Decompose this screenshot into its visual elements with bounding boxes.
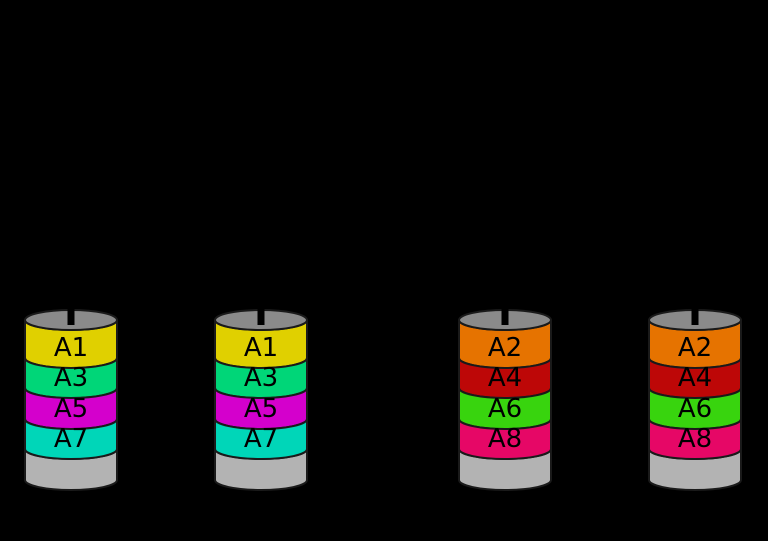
disk-block-band [458, 418, 552, 460]
disk-block-label: A4 [488, 363, 522, 393]
disk-block-label: A7 [244, 424, 278, 454]
disk-block-label: A5 [244, 394, 278, 424]
disk-block-label: A4 [678, 363, 712, 393]
disk-block-band [648, 418, 742, 460]
disk-block-label: A2 [488, 333, 522, 363]
disk-block-label: A8 [678, 424, 712, 454]
disk-block-label: A6 [488, 394, 522, 424]
disk-block-label: A3 [244, 363, 278, 393]
disk-block-label: A7 [54, 424, 88, 454]
disk-block-band [24, 418, 118, 460]
disk-block-band [214, 418, 308, 460]
disk-spindle-notch-icon [257, 302, 265, 325]
disk-block-label: A6 [678, 394, 712, 424]
disk-block-label: A1 [244, 333, 278, 363]
disk-block-label: A2 [678, 333, 712, 363]
disk-block-label: A1 [54, 333, 88, 363]
disk-block-label: A3 [54, 363, 88, 393]
disk-block-label: A5 [54, 394, 88, 424]
disk-spindle-notch-icon [67, 302, 75, 325]
disk-spindle-notch-icon [501, 302, 509, 325]
disk-block-label: A8 [488, 424, 522, 454]
disk-spindle-notch-icon [691, 302, 699, 325]
